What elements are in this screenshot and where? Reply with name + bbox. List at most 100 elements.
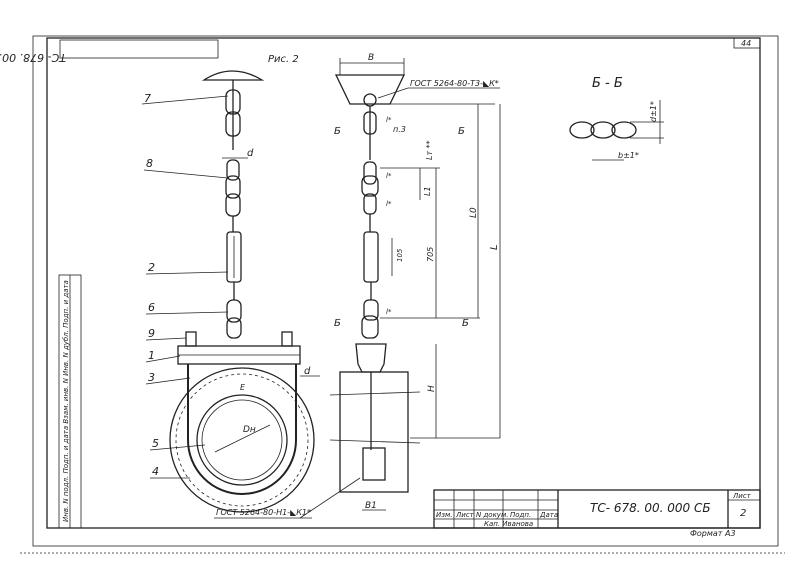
left-link-2 xyxy=(225,111,241,137)
dim-d-top: d xyxy=(247,148,254,159)
small-mark-4: l* xyxy=(386,308,392,316)
small-mark-3: l* xyxy=(386,200,392,208)
callout-6: 6 xyxy=(148,301,155,314)
right-link-5 xyxy=(363,299,379,321)
figure-label: Рис. 2 xyxy=(268,54,299,65)
left-bolt-right xyxy=(281,331,293,347)
dim-b: В xyxy=(368,53,374,63)
dim-lt: Lт ** xyxy=(425,140,434,160)
right-link-1 xyxy=(363,111,377,135)
top-stamp-box xyxy=(59,39,219,59)
gost-bottom-label: ГОСТ 5264-80-Н1-◣К1* xyxy=(216,508,311,517)
sheet-inner-frame xyxy=(46,37,761,529)
right-link-6 xyxy=(361,315,379,339)
section-label: Б - Б xyxy=(592,76,623,91)
callout-6-leader xyxy=(145,311,229,315)
corner-number-box xyxy=(733,37,761,49)
dim-105: 105 xyxy=(396,248,404,262)
section-detail: Б - Б d±1* b±1* xyxy=(569,76,664,161)
tb-header-date: Дата xyxy=(539,511,558,519)
callout-5: 5 xyxy=(152,437,159,450)
left-view: d d Dн Е 7 8 2 6 9 1 xyxy=(141,70,361,519)
small-mark-2: l* xyxy=(386,172,392,180)
title-block: Изм. Лист N докум. Подп. Дата Кап. Ивано… xyxy=(433,489,761,529)
title-block-frame xyxy=(433,489,761,529)
callout-1-leader xyxy=(145,355,181,363)
callout-5-leader xyxy=(149,444,206,451)
tb-sheet-number: 2 xyxy=(740,508,746,519)
callout-7-leader xyxy=(141,95,229,105)
left-bolt-left xyxy=(185,331,197,347)
dim-705: 705 xyxy=(426,247,435,262)
right-pipe-body xyxy=(339,371,409,493)
gost-top-leader xyxy=(377,87,409,99)
left-pipe-inner xyxy=(201,399,283,481)
right-link-3 xyxy=(361,175,379,197)
right-view: В ГОСТ 5264-80-Т3-◣К* В1 Б Б Б Б xyxy=(329,53,501,511)
small-mark-1: l* xyxy=(386,116,392,124)
right-pipe-break-2 xyxy=(329,439,421,444)
right-pipe-break-1 xyxy=(329,391,421,396)
dim-l0: L0 xyxy=(469,207,479,218)
gost-top-label: ГОСТ 5264-80-Т3-◣К* xyxy=(410,79,499,88)
left-callouts: 7 8 2 6 9 1 3 5 4 xyxy=(141,92,229,479)
section-dim-d: d±1* xyxy=(649,101,658,122)
right-clamp xyxy=(355,343,387,373)
right-link-4 xyxy=(363,193,377,215)
left-link-1 xyxy=(225,89,241,115)
dim-n3: п.3 xyxy=(393,125,406,134)
callout-3-leader xyxy=(145,377,191,385)
top-stamp-text: ТС- 678. 00. 000 СБ xyxy=(0,51,66,64)
dim-l1: L1 xyxy=(423,186,432,196)
section-link-2 xyxy=(590,121,616,139)
callout-4: 4 xyxy=(152,465,159,478)
left-link-6 xyxy=(226,299,242,323)
left-pipe xyxy=(196,394,288,486)
tb-sheet-label: Лист xyxy=(732,492,752,500)
callout-2-leader xyxy=(145,271,229,275)
right-pipe-strap xyxy=(362,447,386,481)
right-turnbuckle xyxy=(363,231,379,283)
corner-page-number: 44 xyxy=(741,39,751,48)
tb-designation: ТС- 678. 00. 000 СБ xyxy=(590,501,711,515)
gost-bottom-leader xyxy=(299,477,361,519)
side-strip-text: Инв. N подл. Подп. и дата Взам. инв. N И… xyxy=(62,280,70,522)
left-link-4 xyxy=(225,175,241,199)
callout-7: 7 xyxy=(144,92,151,105)
dim-l: L xyxy=(489,244,500,250)
dim-b1: В1 xyxy=(365,501,377,511)
dim-h: Н xyxy=(427,385,437,392)
callout-1: 1 xyxy=(148,349,155,362)
tb-header-podp: Подп. xyxy=(510,511,531,519)
section-mark-3: Б xyxy=(334,318,341,329)
left-u-clamp xyxy=(187,364,297,495)
callout-9-leader xyxy=(145,337,187,341)
right-cap xyxy=(334,74,406,105)
callout-3: 3 xyxy=(148,371,155,384)
section-dim-b: b±1* xyxy=(618,151,639,160)
tb-header-doc: N докум. xyxy=(476,511,508,519)
sheet-outer-border xyxy=(32,35,779,547)
tb-author: Кап. Иванова xyxy=(484,520,533,528)
left-cap xyxy=(201,70,265,81)
callout-8: 8 xyxy=(146,157,153,170)
section-link-1 xyxy=(569,121,595,139)
left-dn-line xyxy=(214,424,271,453)
callout-2: 2 xyxy=(148,261,155,274)
section-mark-1: Б xyxy=(334,126,341,137)
left-insulation-hatch xyxy=(175,373,309,507)
right-link-2 xyxy=(363,161,377,185)
left-link-3 xyxy=(226,159,240,181)
section-mark-2: Б xyxy=(458,126,465,137)
tb-header-list: Лист xyxy=(455,511,475,519)
section-mark-4: Б xyxy=(462,318,469,329)
left-link-7 xyxy=(226,317,242,339)
tb-header-izm: Изм. xyxy=(436,511,452,519)
callout-9: 9 xyxy=(148,327,155,340)
left-e-label: Е xyxy=(240,383,246,392)
left-dn-label: Dн xyxy=(243,425,256,435)
left-insulation-outer xyxy=(169,367,315,513)
format-label: Формат А3 xyxy=(690,529,736,538)
dim-d-right: d xyxy=(304,366,311,377)
